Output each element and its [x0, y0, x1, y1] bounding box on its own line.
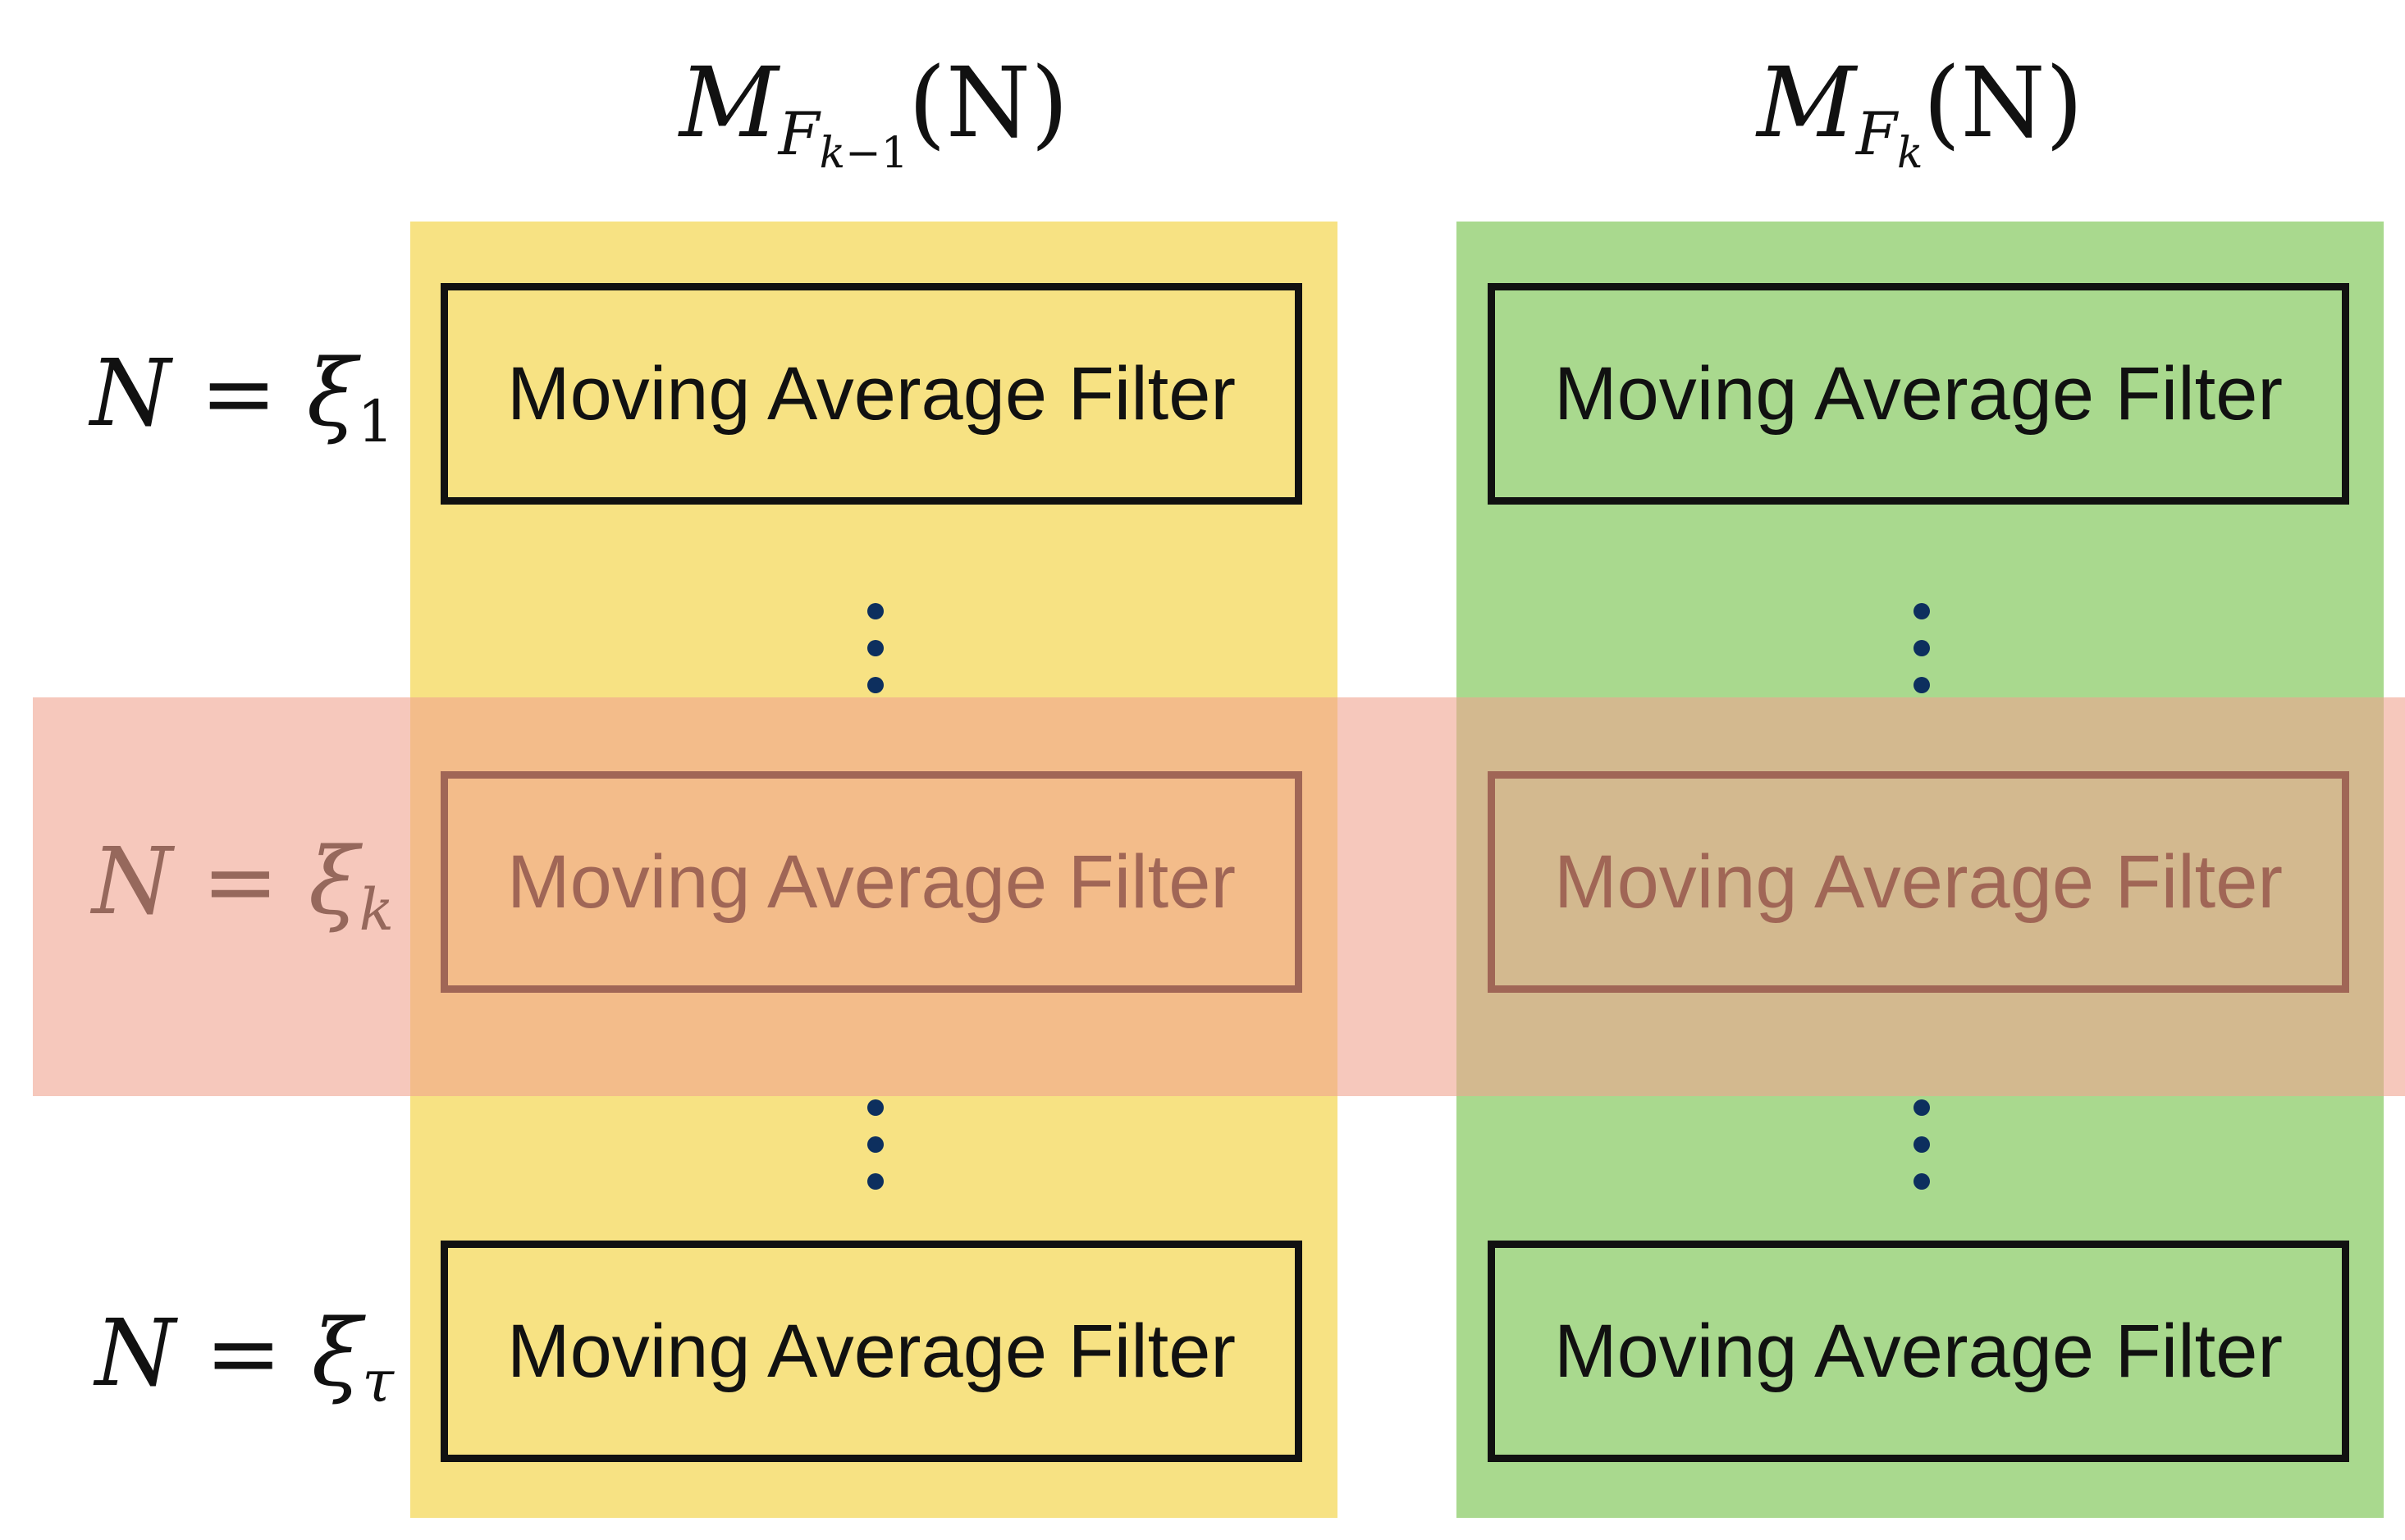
left-filter-box-1: Moving Average Filter	[441, 283, 1302, 505]
row-label-xi-tau: N = ξ τ	[94, 1300, 394, 1415]
right-ellipsis-top	[1913, 603, 1930, 693]
left-ellipsis-bottom	[867, 1099, 884, 1190]
right-filter-box-tau: Moving Average Filter	[1488, 1241, 2349, 1462]
right-column-header: M Fk (N)	[1456, 33, 2384, 178]
row-label-xi-1: N = ξ 1	[89, 340, 394, 455]
left-filter-box-tau: Moving Average Filter	[441, 1241, 1302, 1462]
left-header-symbol: M	[679, 46, 779, 159]
right-ellipsis-bottom	[1913, 1099, 1930, 1190]
left-ellipsis-top	[867, 603, 884, 693]
left-header-argument: (N)	[908, 46, 1069, 159]
right-header-argument: (N)	[1923, 46, 2083, 159]
right-filter-box-1: Moving Average Filter	[1488, 283, 2349, 505]
right-header-subscript: Fk	[1856, 99, 1923, 178]
left-header-subscript: Fk−1	[778, 99, 908, 178]
left-column-header: M Fk−1 (N)	[410, 33, 1337, 178]
right-header-symbol: M	[1757, 46, 1856, 159]
highlight-row-k	[33, 697, 2405, 1096]
